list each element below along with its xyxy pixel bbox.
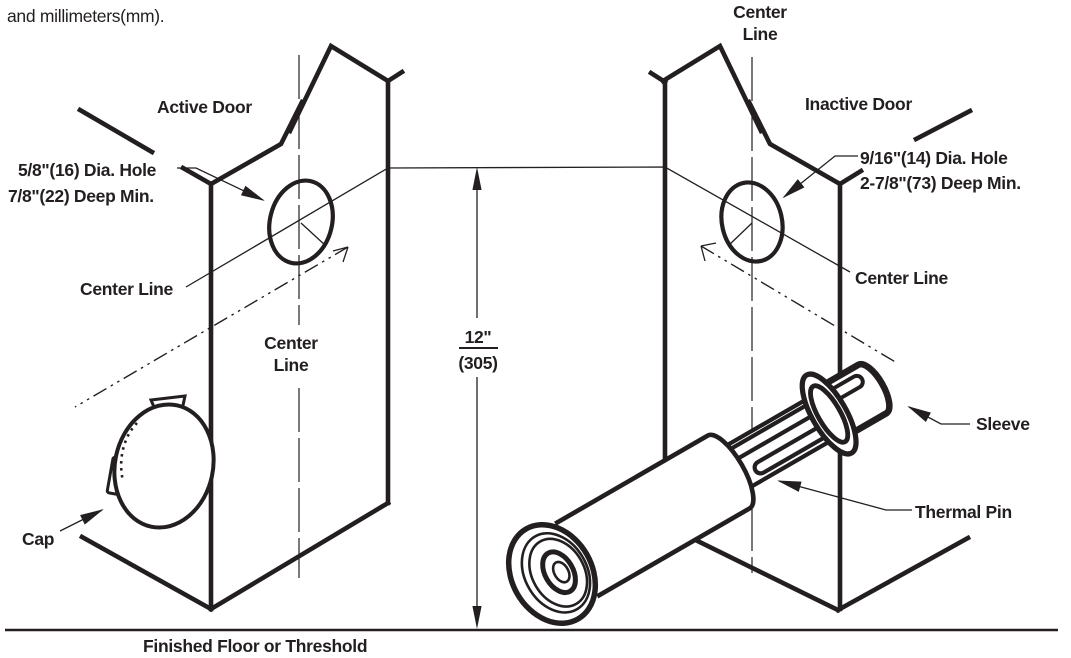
pin-body <box>554 432 756 599</box>
active-door-front-bottom-edge <box>78 533 215 613</box>
top-center-line-label-2: Line <box>743 24 778 44</box>
inactive-center-line-label: Center Line <box>855 268 949 288</box>
dimension-arrow-up <box>472 167 482 190</box>
sleeve-leader <box>907 406 970 425</box>
active-door-hole-radius-line <box>300 222 327 247</box>
active-door-hole <box>267 178 335 266</box>
active-center-line-vert-label-1: Center <box>264 333 318 353</box>
cap-body <box>112 402 216 530</box>
hole-center-extension-line <box>185 166 851 288</box>
inactive-door-axis-dashdot <box>700 245 898 364</box>
pin-head-ring-2 <box>528 537 589 608</box>
dimension-mm-label: (305) <box>458 353 497 373</box>
active-door-axis-open-arrow <box>332 246 349 263</box>
inactive-hole-leader <box>782 155 858 199</box>
inactive-door-corner-stub-right <box>836 167 865 188</box>
inactive-hole-spec-line-1: 9/16"(14) Dia. Hole <box>860 148 1008 168</box>
units-note: and millimeters(mm). <box>7 6 164 26</box>
pin-head-hub-inner <box>551 560 571 584</box>
inactive-door-corner-stub-left <box>647 69 669 86</box>
active-door-top-break-edge <box>207 42 392 188</box>
active-hole-spec-line-1: 5/8"(16) Dia. Hole <box>18 160 157 180</box>
active-hole-spec-line-2: 7/8"(22) Deep Min. <box>8 186 154 206</box>
thermal-pin-drawing <box>505 360 893 627</box>
cap-label: Cap <box>22 529 54 549</box>
inactive-door-hole-radius-line <box>727 222 753 247</box>
active-door-outline <box>78 42 406 613</box>
sleeve-label: Sleeve <box>976 414 1030 434</box>
floor-label: Finished Floor or Threshold <box>143 636 367 656</box>
dimension-arrow-down <box>472 606 482 629</box>
top-center-line-label-1: Center <box>733 2 787 22</box>
inactive-door-hole <box>719 180 785 264</box>
thermal-pin-leader <box>777 480 912 511</box>
active-door-heavy-pointer <box>76 106 215 188</box>
dimension-12-inches <box>459 167 498 629</box>
inactive-door-heavy-pointer <box>912 107 974 143</box>
cap-leader <box>59 509 104 532</box>
cap-drawing <box>105 394 216 530</box>
sleeve-flange-inner <box>808 383 851 445</box>
dimension-inches-label: 12" <box>465 327 492 347</box>
inactive-hole-spec-line-2: 2-7/8"(73) Deep Min. <box>860 173 1021 193</box>
pin-head-ring-1 <box>520 532 592 614</box>
inactive-door-label: Inactive Door <box>805 94 912 114</box>
inactive-door-top-break-edge <box>659 42 844 188</box>
active-center-line-vert-label-2: Line <box>274 355 309 375</box>
active-center-line-label: Center Line <box>80 279 174 299</box>
active-door-label: Active Door <box>157 97 252 117</box>
cap-inner-arc <box>119 422 138 482</box>
inactive-door-front-bottom-edge <box>834 534 972 614</box>
inactive-door-axis-open-arrow <box>700 242 717 262</box>
active-hole-leader <box>177 167 265 201</box>
thermal-pin-label: Thermal Pin <box>915 502 1012 522</box>
active-door-corner-stub <box>384 68 406 85</box>
